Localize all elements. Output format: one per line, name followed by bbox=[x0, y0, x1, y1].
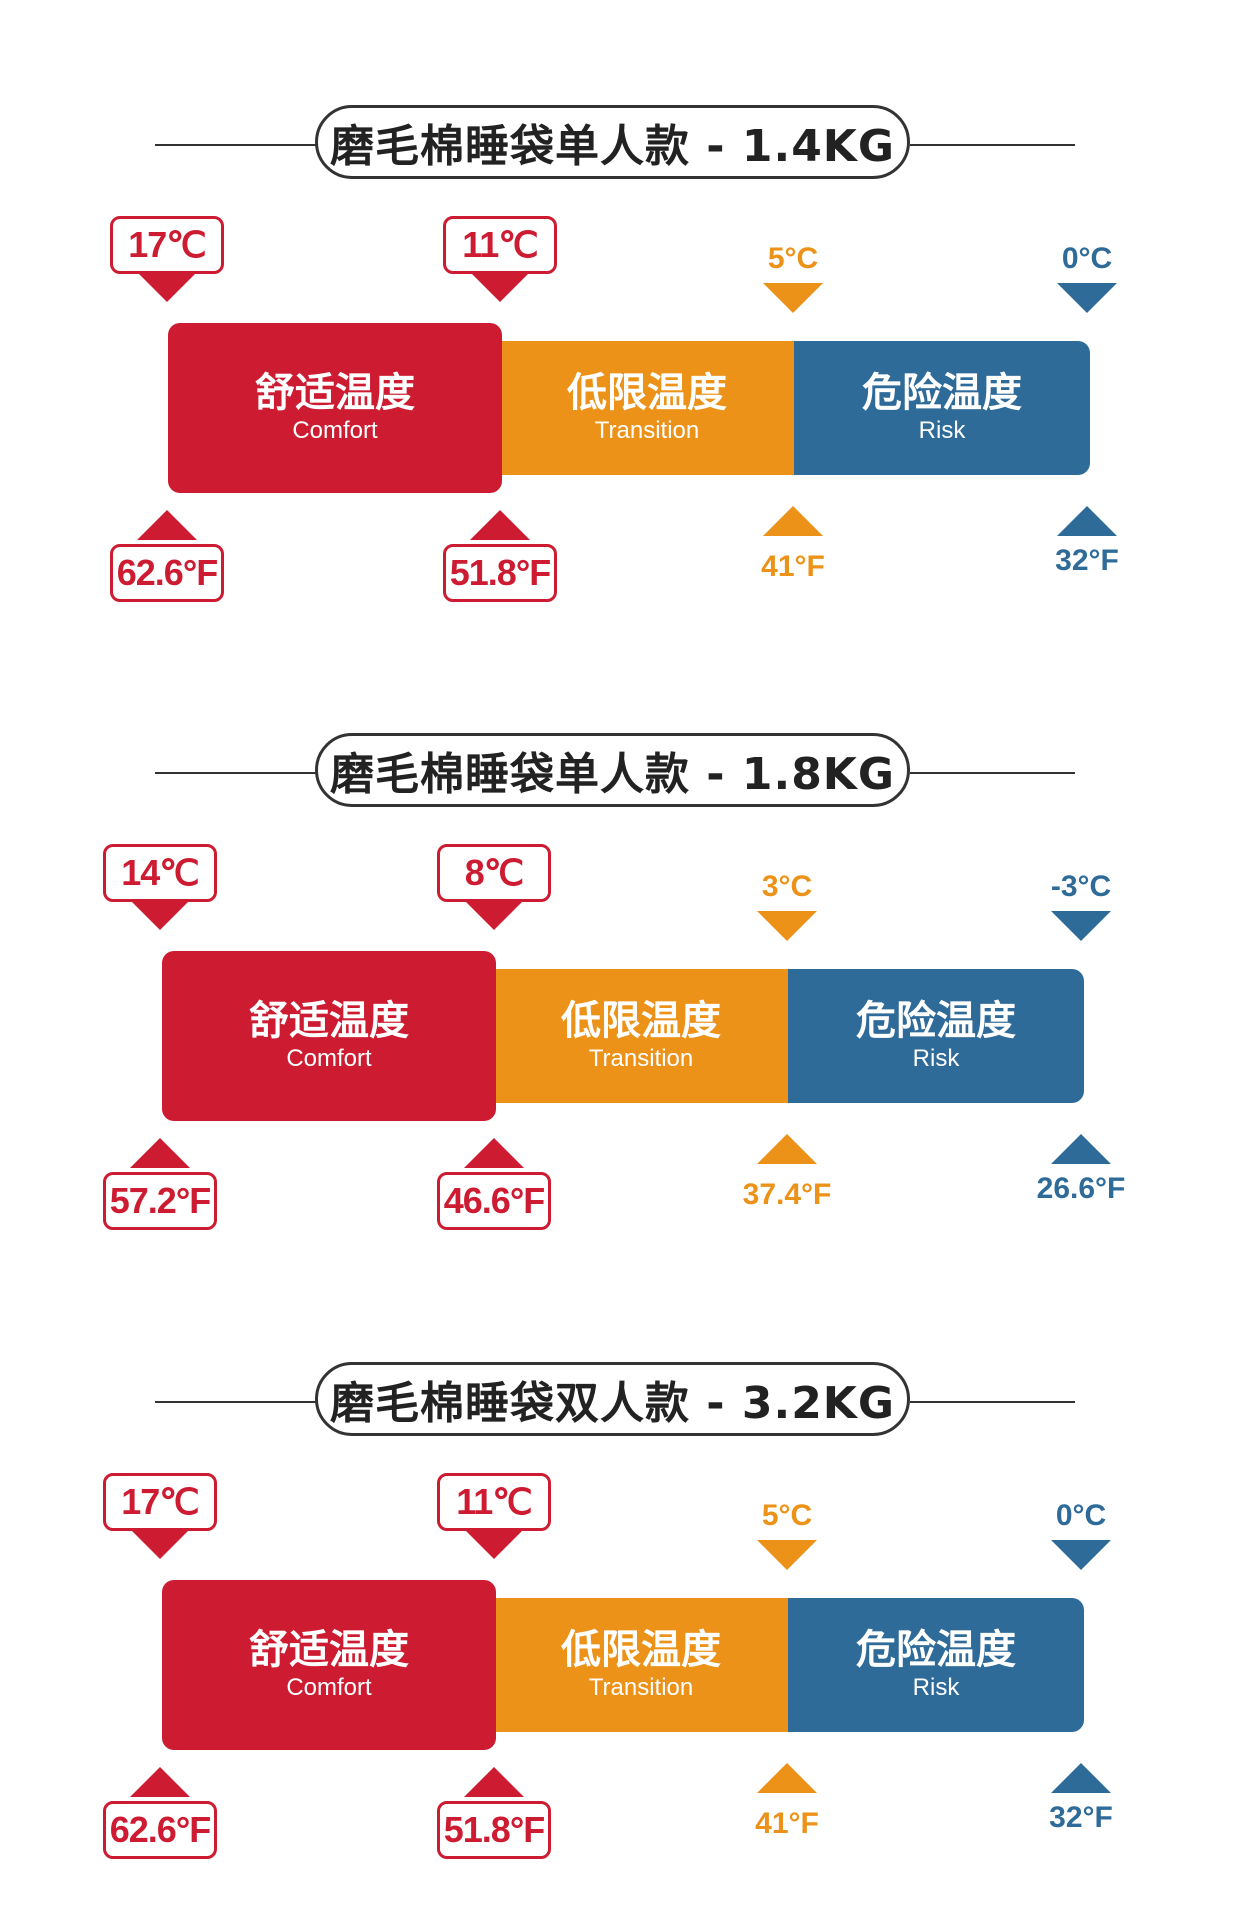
comfort-bottom-arrow-icon bbox=[137, 510, 197, 540]
transition-fahrenheit-label: 51.8°F bbox=[437, 1801, 551, 1859]
risk-en-label: Risk bbox=[918, 417, 966, 444]
risk-top-arrow-icon bbox=[1057, 283, 1117, 313]
risk-cn-label: 危险温度 bbox=[856, 1627, 1016, 1673]
comfort-cn-label: 舒适温度 bbox=[249, 1627, 409, 1673]
risk-top-arrow-icon bbox=[1051, 911, 1111, 941]
limit-celsius-label: 5°C bbox=[761, 1499, 813, 1532]
transition-fahrenheit-label: 51.8°F bbox=[443, 544, 557, 602]
comfort-fahrenheit-label: 57.2°F bbox=[103, 1172, 217, 1230]
title-divider-right bbox=[910, 772, 1075, 774]
transition-bottom-arrow-icon bbox=[470, 510, 530, 540]
comfort-segment: 舒适温度 Comfort bbox=[162, 1580, 496, 1750]
title-divider-left bbox=[155, 772, 317, 774]
comfort-bottom-arrow-icon bbox=[130, 1767, 190, 1797]
temperature-bar: 舒适温度 Comfort 低限温度 Transition 危险温度 Risk bbox=[168, 323, 1090, 493]
transition-cn-label: 低限温度 bbox=[561, 998, 721, 1044]
comfort-en-label: Comfort bbox=[286, 1045, 372, 1072]
transition-cn-label: 低限温度 bbox=[567, 370, 727, 416]
limit-fahrenheit-label: 41°F bbox=[755, 1807, 819, 1840]
transition-top-arrow-icon bbox=[464, 900, 524, 930]
title-divider-left bbox=[155, 144, 317, 146]
comfort-bottom-arrow-icon bbox=[130, 1138, 190, 1168]
risk-bottom-arrow-icon bbox=[1051, 1134, 1111, 1164]
temperature-bar: 舒适温度 Comfort 低限温度 Transition 危险温度 Risk bbox=[162, 951, 1084, 1121]
comfort-cn-label: 舒适温度 bbox=[255, 370, 415, 416]
risk-cn-label: 危险温度 bbox=[862, 370, 1022, 416]
title-divider-left bbox=[155, 1401, 317, 1403]
transition-cn-label: 低限温度 bbox=[561, 1627, 721, 1673]
risk-celsius-label: -3°C bbox=[1050, 870, 1112, 903]
transition-segment: 低限温度 Transition bbox=[492, 969, 790, 1103]
product-section-2: 磨毛棉睡袋单人款 - 1.8KG 14℃ 8℃ 3°C -3°C 舒适温度 Co… bbox=[0, 628, 1240, 1230]
comfort-top-arrow-icon bbox=[137, 272, 197, 302]
product-title: 磨毛棉睡袋双人款 - 3.2KG bbox=[315, 1362, 910, 1436]
comfort-en-label: Comfort bbox=[292, 417, 378, 444]
title-divider-right bbox=[910, 144, 1075, 146]
product-section-1: 磨毛棉睡袋单人款 - 1.4KG 17℃ 11℃ 5°C 0°C 舒适温度 Co… bbox=[0, 0, 1240, 602]
product-title: 磨毛棉睡袋单人款 - 1.4KG bbox=[315, 105, 910, 179]
risk-segment: 危险温度 Risk bbox=[788, 1598, 1084, 1732]
transition-segment: 低限温度 Transition bbox=[498, 341, 796, 475]
risk-celsius-label: 0°C bbox=[1061, 242, 1113, 275]
risk-fahrenheit-label: 32°F bbox=[1049, 1801, 1113, 1834]
risk-segment: 危险温度 Risk bbox=[794, 341, 1090, 475]
limit-bottom-arrow-icon bbox=[757, 1763, 817, 1793]
transition-celsius-label: 8℃ bbox=[437, 844, 551, 902]
comfort-top-arrow-icon bbox=[130, 1529, 190, 1559]
comfort-fahrenheit-label: 62.6°F bbox=[110, 544, 224, 602]
temperature-bar: 舒适温度 Comfort 低限温度 Transition 危险温度 Risk bbox=[162, 1580, 1084, 1750]
comfort-segment: 舒适温度 Comfort bbox=[168, 323, 502, 493]
risk-fahrenheit-label: 32°F bbox=[1055, 544, 1119, 577]
limit-bottom-arrow-icon bbox=[757, 1134, 817, 1164]
comfort-fahrenheit-label: 62.6°F bbox=[103, 1801, 217, 1859]
comfort-cn-label: 舒适温度 bbox=[249, 998, 409, 1044]
limit-celsius-label: 3°C bbox=[761, 870, 813, 903]
comfort-celsius-label: 17℃ bbox=[103, 1473, 217, 1531]
limit-top-arrow-icon bbox=[763, 283, 823, 313]
transition-top-arrow-icon bbox=[464, 1529, 524, 1559]
transition-bottom-arrow-icon bbox=[464, 1138, 524, 1168]
transition-en-label: Transition bbox=[588, 1674, 694, 1701]
limit-fahrenheit-label: 37.4°F bbox=[742, 1178, 832, 1211]
transition-segment: 低限温度 Transition bbox=[492, 1598, 790, 1732]
comfort-segment: 舒适温度 Comfort bbox=[162, 951, 496, 1121]
risk-bottom-arrow-icon bbox=[1057, 506, 1117, 536]
transition-celsius-label: 11℃ bbox=[437, 1473, 551, 1531]
transition-en-label: Transition bbox=[588, 1045, 694, 1072]
comfort-top-arrow-icon bbox=[130, 900, 190, 930]
limit-top-arrow-icon bbox=[757, 1540, 817, 1570]
comfort-en-label: Comfort bbox=[286, 1674, 372, 1701]
risk-celsius-label: 0°C bbox=[1055, 1499, 1107, 1532]
limit-celsius-label: 5°C bbox=[767, 242, 819, 275]
limit-bottom-arrow-icon bbox=[763, 506, 823, 536]
product-section-3: 磨毛棉睡袋双人款 - 3.2KG 17℃ 11℃ 5°C 0°C 舒适温度 Co… bbox=[0, 1257, 1240, 1859]
comfort-celsius-label: 17℃ bbox=[110, 216, 224, 274]
transition-top-arrow-icon bbox=[470, 272, 530, 302]
limit-top-arrow-icon bbox=[757, 911, 817, 941]
limit-fahrenheit-label: 41°F bbox=[761, 550, 825, 583]
transition-bottom-arrow-icon bbox=[464, 1767, 524, 1797]
transition-celsius-label: 11℃ bbox=[443, 216, 557, 274]
title-divider-right bbox=[910, 1401, 1075, 1403]
risk-top-arrow-icon bbox=[1051, 1540, 1111, 1570]
transition-fahrenheit-label: 46.6°F bbox=[437, 1172, 551, 1230]
risk-fahrenheit-label: 26.6°F bbox=[1036, 1172, 1126, 1205]
risk-cn-label: 危险温度 bbox=[856, 998, 1016, 1044]
product-title: 磨毛棉睡袋单人款 - 1.8KG bbox=[315, 733, 910, 807]
transition-en-label: Transition bbox=[594, 417, 700, 444]
risk-bottom-arrow-icon bbox=[1051, 1763, 1111, 1793]
risk-en-label: Risk bbox=[912, 1674, 960, 1701]
risk-segment: 危险温度 Risk bbox=[788, 969, 1084, 1103]
risk-en-label: Risk bbox=[912, 1045, 960, 1072]
comfort-celsius-label: 14℃ bbox=[103, 844, 217, 902]
